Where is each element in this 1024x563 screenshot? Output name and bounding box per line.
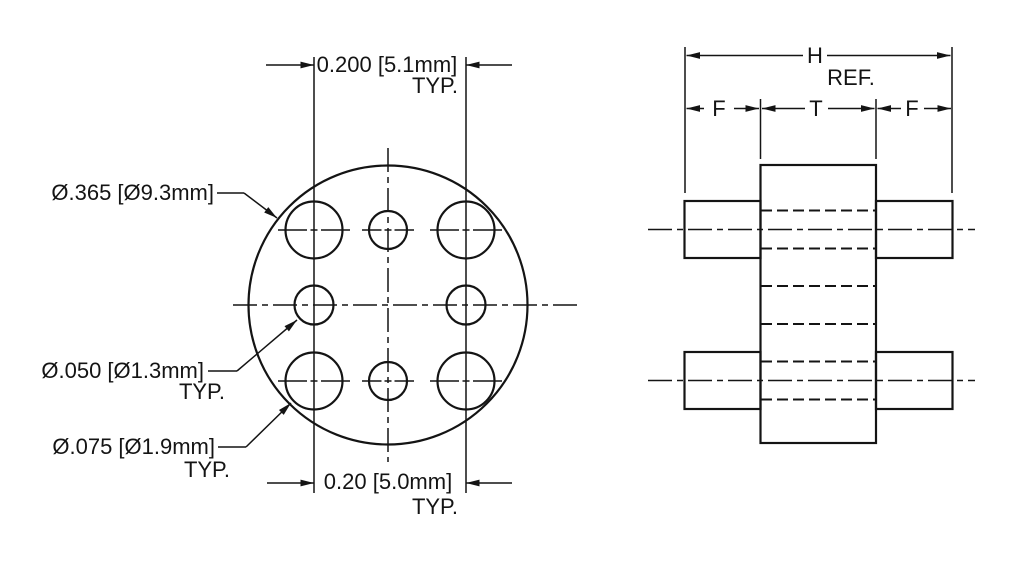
small-hole-label: Ø.050 [Ø1.3mm] <box>41 358 204 383</box>
flange-upper-right <box>874 199 954 260</box>
leader-arrow <box>236 319 298 372</box>
body-outline <box>759 163 878 445</box>
side-view: H REF. F T F <box>648 43 975 445</box>
flange-lower-right <box>874 350 954 411</box>
callout-large-hole: Ø.075 [Ø1.9mm] TYP. <box>52 402 292 482</box>
overall-width-label: H <box>807 43 823 68</box>
hidden-hole-lines <box>761 209 876 401</box>
dimension-overall-width: H REF. <box>686 43 951 90</box>
dimension-flange-left: F <box>686 96 759 121</box>
dimension-bottom: 0.20 [5.0mm] TYP. <box>267 469 512 519</box>
thickness-label: T <box>809 96 822 121</box>
front-view: 0.200 [5.1mm] TYP. 0.20 [5.0mm] TYP. Ø.3… <box>41 52 578 519</box>
callout-small-hole: Ø.050 [Ø1.3mm] TYP. <box>41 319 298 404</box>
large-hole-label: Ø.075 [Ø1.9mm] <box>52 434 215 459</box>
leader-arrow <box>243 192 278 219</box>
dim-top-value: 0.200 [5.1mm] <box>317 52 458 77</box>
outer-dia-label: Ø.365 [Ø9.3mm] <box>51 180 214 205</box>
overall-width-suffix: REF. <box>827 65 875 90</box>
dim-bottom-typ: TYP. <box>412 494 458 519</box>
dimension-thickness: T <box>762 96 875 121</box>
dim-bottom-value: 0.20 [5.0mm] <box>324 469 452 494</box>
dim-top-typ: TYP. <box>412 73 458 98</box>
callout-outer-dia: Ø.365 [Ø9.3mm] <box>51 180 278 219</box>
flange-right-label: F <box>905 96 918 121</box>
dimension-top: 0.200 [5.1mm] TYP. <box>266 52 512 98</box>
small-hole-typ: TYP. <box>179 379 225 404</box>
flange-left-label: F <box>712 96 725 121</box>
dimension-flange-right: F <box>877 96 951 121</box>
large-hole-typ: TYP. <box>184 457 230 482</box>
leader-arrow <box>245 402 292 448</box>
